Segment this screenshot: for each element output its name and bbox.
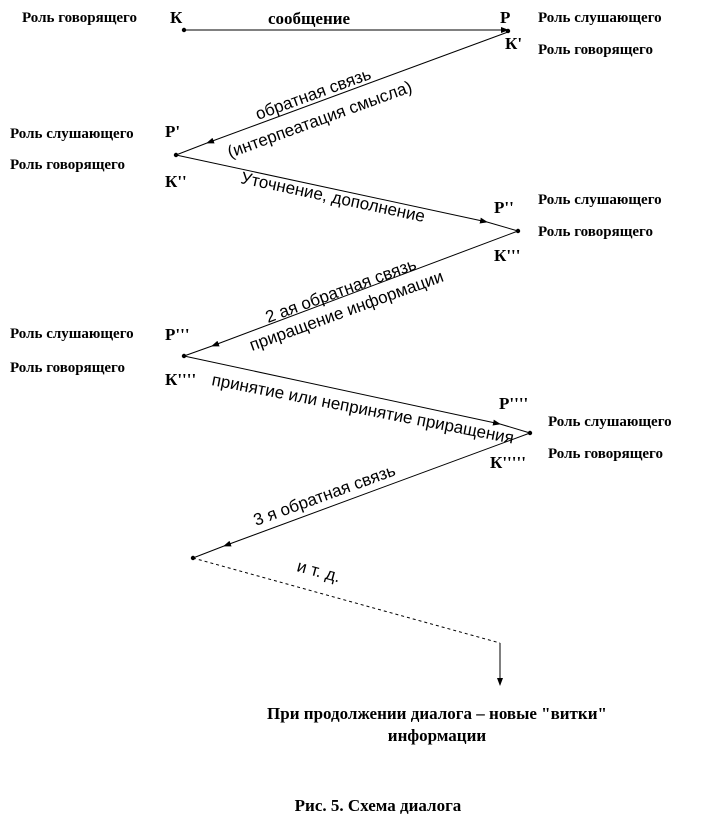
node-k2: К'' [165,172,187,191]
line-to-k4 [183,345,213,357]
role-speaker-2: Роль говорящего [538,42,653,58]
role-speaker-6: Роль говорящего [548,446,663,462]
node-k: К [170,8,183,27]
arrow-feedback-3 [223,432,531,547]
role-listener-5: Роль слушающего [548,414,672,430]
message-label: сообщение [268,9,351,28]
line-to-end [192,545,225,559]
role-listener-3: Роль слушающего [538,192,662,208]
junction-dot-end [190,555,196,561]
line-to-k3 [486,221,519,232]
conclusion-line-1: При продолжении диалога – новые "витки" [267,704,607,723]
junction-dot-k5 [527,430,533,436]
role-speaker-4: Роль говорящего [538,224,653,240]
node-p3: Р''' [165,325,190,344]
feedback-3-label: 3 я обратная связь [251,461,398,530]
node-p4: Р'''' [499,394,528,413]
continuation-label: и т. д. [295,557,343,587]
junction-dot-k [181,27,187,33]
arrow-clarification [175,154,488,224]
acceptance-label: принятие или непринятие приращения [210,370,515,447]
node-k4: К'''' [165,370,196,389]
node-p2: Р'' [494,198,514,217]
role-speaker-3: Роль говорящего [10,157,125,173]
role-speaker-1: Роль говорящего [22,10,137,26]
node-k5: К''''' [490,453,526,472]
dashed-continuation [192,557,501,644]
conclusion-line-2: информации [388,726,487,745]
node-p: Р [500,8,510,27]
node-p1: Р' [165,122,180,141]
role-listener-1: Роль слушающего [538,10,662,26]
junction-dot-p1 [173,152,179,158]
arrow-feedback-1 [206,31,509,144]
junction-dot-p [505,28,511,34]
line-speaker-k2 [175,142,208,156]
junction-dot-k3 [515,228,521,234]
figure-caption: Рис. 5. Схема диалога [295,796,462,815]
role-listener-4: Роль слушающего [10,326,134,342]
line-to-k5 [499,423,531,434]
junction-dot-p3 [181,353,187,359]
node-k1: К' [505,34,522,53]
role-speaker-5: Роль говорящего [10,360,125,376]
arrow-acceptance [183,355,501,426]
node-k3: К''' [494,246,521,265]
clarification-label: Уточнение, дополнение [239,168,427,226]
arrow-feedback-2 [211,230,519,347]
role-listener-2: Роль слушающего [10,126,134,142]
